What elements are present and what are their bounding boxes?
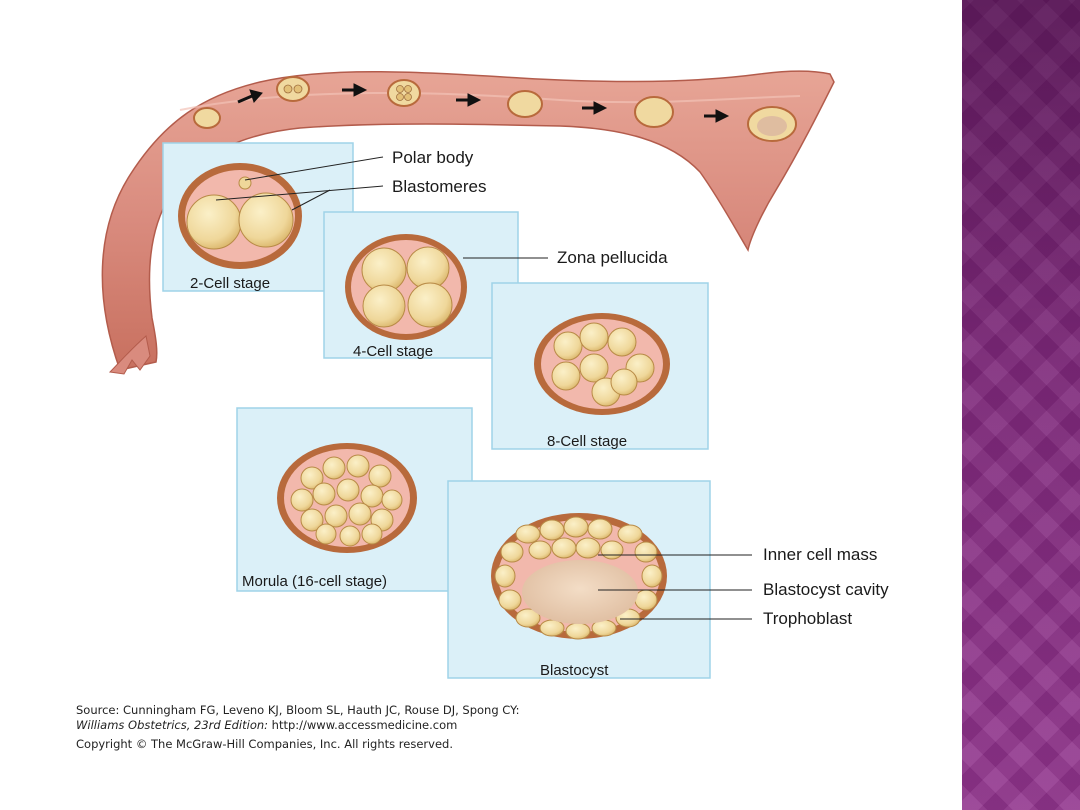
decorative-side-band [962, 0, 1080, 810]
blastocyst-cavity [522, 560, 638, 624]
tube-embryo-4 [507, 90, 543, 118]
label-inner-cell-mass: Inner cell mass [763, 545, 877, 564]
progression-arrows [237, 83, 730, 123]
panel-4-cell: 4-Cell stage [323, 211, 519, 360]
morula-cells [290, 454, 403, 547]
panel-2-cell: 2-Cell stage [162, 142, 354, 292]
arrow-icon [456, 93, 482, 107]
stage-label-2-cell: 2-Cell stage [190, 275, 270, 292]
label-blastomeres: Blastomeres [392, 177, 486, 196]
label-polar-body: Polar body [392, 148, 474, 167]
arrow-icon [582, 101, 608, 115]
stage-label-morula: Morula (16-cell stage) [242, 573, 387, 590]
arrow-icon [342, 83, 368, 97]
source-citation-line1: Source: Cunningham FG, Leveno KJ, Bloom … [76, 703, 520, 717]
tube-embryo-5 [634, 96, 674, 128]
source-book-title: Williams Obstetrics, 23rd Edition: [76, 718, 269, 732]
leader-lines [215, 156, 752, 620]
copyright-line: Copyright © The McGraw-Hill Companies, I… [76, 737, 453, 751]
panel-morula: Morula (16-cell stage) [236, 407, 473, 592]
label-blastocyst-cavity: Blastocyst cavity [763, 580, 889, 599]
panel-8-cell: 8-Cell stage [491, 282, 709, 450]
trophoblast-ring [494, 524, 663, 640]
label-trophoblast: Trophoblast [763, 609, 852, 628]
panel-blastocyst: Blastocyst [447, 480, 711, 679]
source-url: http://www.accessmedicine.com [271, 718, 458, 732]
tube-embryo-2 [276, 76, 310, 102]
tube-embryo-sequence [193, 76, 797, 142]
arrow-icon [704, 109, 730, 123]
tube-embryo-1 [193, 107, 221, 129]
stage-label-blastocyst: Blastocyst [540, 662, 609, 679]
arrow-icon [237, 89, 263, 104]
stage-label-4-cell: 4-Cell stage [353, 343, 433, 360]
source-citation-line2: Williams Obstetrics, 23rd Edition: http:… [76, 718, 457, 732]
label-zona-pellucida: Zona pellucida [557, 248, 668, 267]
stage-label-8-cell: 8-Cell stage [547, 433, 627, 450]
tube-embryo-3 [387, 79, 421, 107]
